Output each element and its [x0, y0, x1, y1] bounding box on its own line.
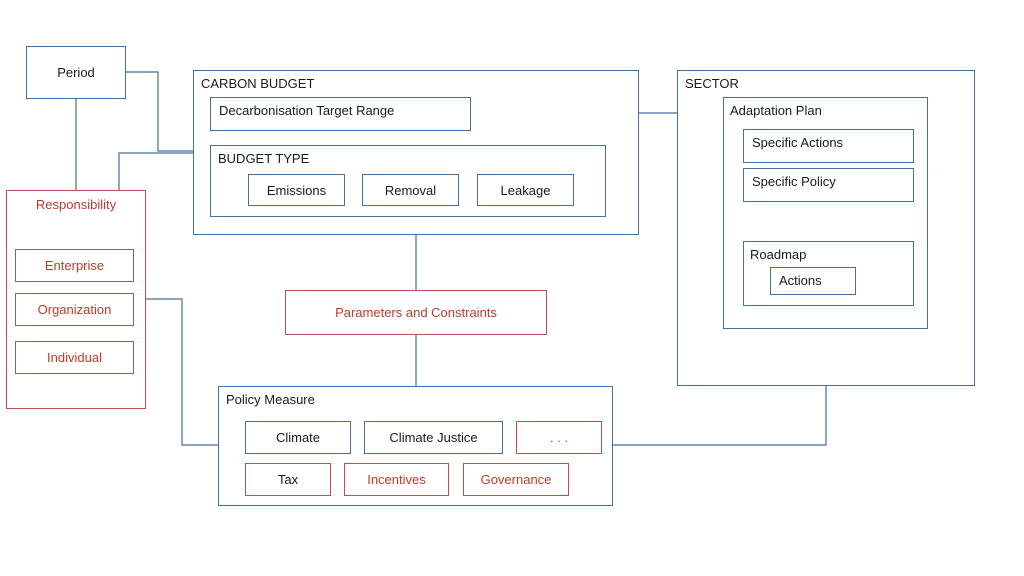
budget-type-leakage-label: Leakage: [500, 182, 551, 198]
parameters-label: Parameters and Constraints: [335, 305, 497, 320]
period-label: Period: [57, 65, 95, 80]
specific-policy-label: Specific Policy: [752, 174, 836, 189]
policy-governance-label: Governance: [480, 472, 552, 487]
responsibility-individual: Individual: [15, 341, 134, 374]
policy-climate-justice: Climate Justice: [364, 421, 503, 454]
budget-type-title: BUDGET TYPE: [218, 151, 310, 166]
carbon-budget-title: CARBON BUDGET: [201, 76, 315, 91]
roadmap-title: Roadmap: [750, 247, 807, 262]
specific-policy-box: Specific Policy: [743, 168, 914, 202]
policy-governance: Governance: [463, 463, 569, 496]
policy-measure-title: Policy Measure: [226, 392, 315, 407]
specific-actions-box: Specific Actions: [743, 129, 914, 163]
budget-type-leakage: Leakage: [477, 174, 574, 206]
policy-more-label: . . .: [549, 430, 569, 445]
connector-policy-sector: [612, 385, 827, 446]
connector-period-carbon-budget: [126, 71, 193, 152]
sector-title: SECTOR: [685, 76, 739, 91]
roadmap-actions-label: Actions: [779, 273, 822, 288]
policy-climate-justice-label: Climate Justice: [389, 430, 478, 445]
responsibility-enterprise: Enterprise: [15, 249, 134, 282]
connector-responsibility-carbon-budget: [118, 152, 193, 190]
target-range-box: Decarbonisation Target Range: [210, 97, 471, 131]
policy-tax-label: Tax: [277, 472, 299, 487]
parameters-box: Parameters and Constraints: [285, 290, 547, 335]
connector-responsibility-policy: [146, 298, 218, 446]
policy-tax: Tax: [245, 463, 331, 496]
responsibility-organization-label: Organization: [37, 302, 112, 317]
target-range-label: Decarbonisation Target Range: [219, 103, 395, 118]
budget-type-removal-label: Removal: [384, 182, 437, 198]
budget-type-emissions: Emissions: [248, 174, 345, 206]
period-box: Period: [26, 46, 126, 99]
responsibility-organization: Organization: [15, 293, 134, 326]
responsibility-title: Responsibility: [35, 197, 117, 212]
specific-actions-label: Specific Actions: [752, 135, 844, 150]
responsibility-enterprise-label: Enterprise: [44, 258, 105, 273]
budget-type-emissions-label: Emissions: [266, 182, 327, 198]
adaptation-plan-title: Adaptation Plan: [730, 103, 822, 118]
policy-incentives: Incentives: [344, 463, 449, 496]
policy-climate: Climate: [245, 421, 351, 454]
policy-climate-label: Climate: [275, 430, 321, 445]
budget-type-removal: Removal: [362, 174, 459, 206]
responsibility-individual-label: Individual: [47, 350, 102, 365]
policy-more: . . .: [516, 421, 602, 454]
policy-incentives-label: Incentives: [367, 472, 426, 487]
roadmap-actions-box: Actions: [770, 267, 856, 295]
